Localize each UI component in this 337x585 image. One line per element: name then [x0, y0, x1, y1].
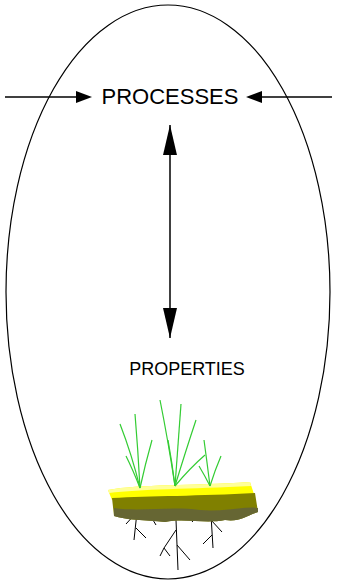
- soil-illustration: [108, 400, 258, 570]
- input-arrow: [246, 91, 332, 103]
- node-text: PROPERTIES: [129, 360, 245, 380]
- property-label: PROPERTIES: [125, 358, 249, 382]
- grass: [120, 400, 221, 488]
- double-arrow: [169, 125, 171, 338]
- node-text: PROCESSES: [102, 85, 239, 109]
- topsoil-highlight: [108, 482, 251, 493]
- input-arrow: [5, 91, 92, 103]
- process-label: PROCESSES: [98, 83, 243, 111]
- subsoil-layer: [112, 493, 258, 522]
- subsoil-shade: [114, 508, 258, 522]
- system-ellipse: [6, 5, 330, 579]
